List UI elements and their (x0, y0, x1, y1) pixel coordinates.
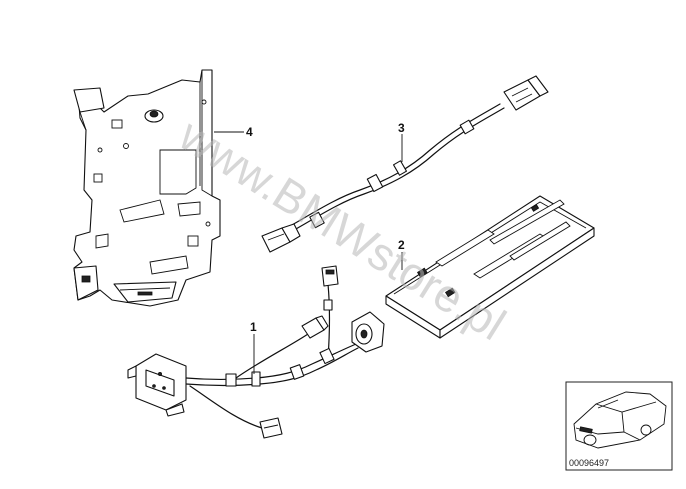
watermark-text: www.BMWstore.pl (170, 108, 515, 350)
control-unit (385, 195, 595, 339)
car-outline-icon (573, 391, 667, 449)
callout-1: 1 (250, 320, 257, 334)
mounting-bracket (73, 69, 221, 307)
callout-2: 2 (398, 238, 405, 252)
diagram-code: 00096497 (569, 458, 609, 468)
vehicle-thumbnail: 00096497 (565, 381, 673, 471)
connecting-cable (261, 75, 549, 253)
wiring-harness (127, 265, 385, 439)
callout-3: 3 (398, 121, 405, 135)
callout-4: 4 (246, 125, 253, 139)
